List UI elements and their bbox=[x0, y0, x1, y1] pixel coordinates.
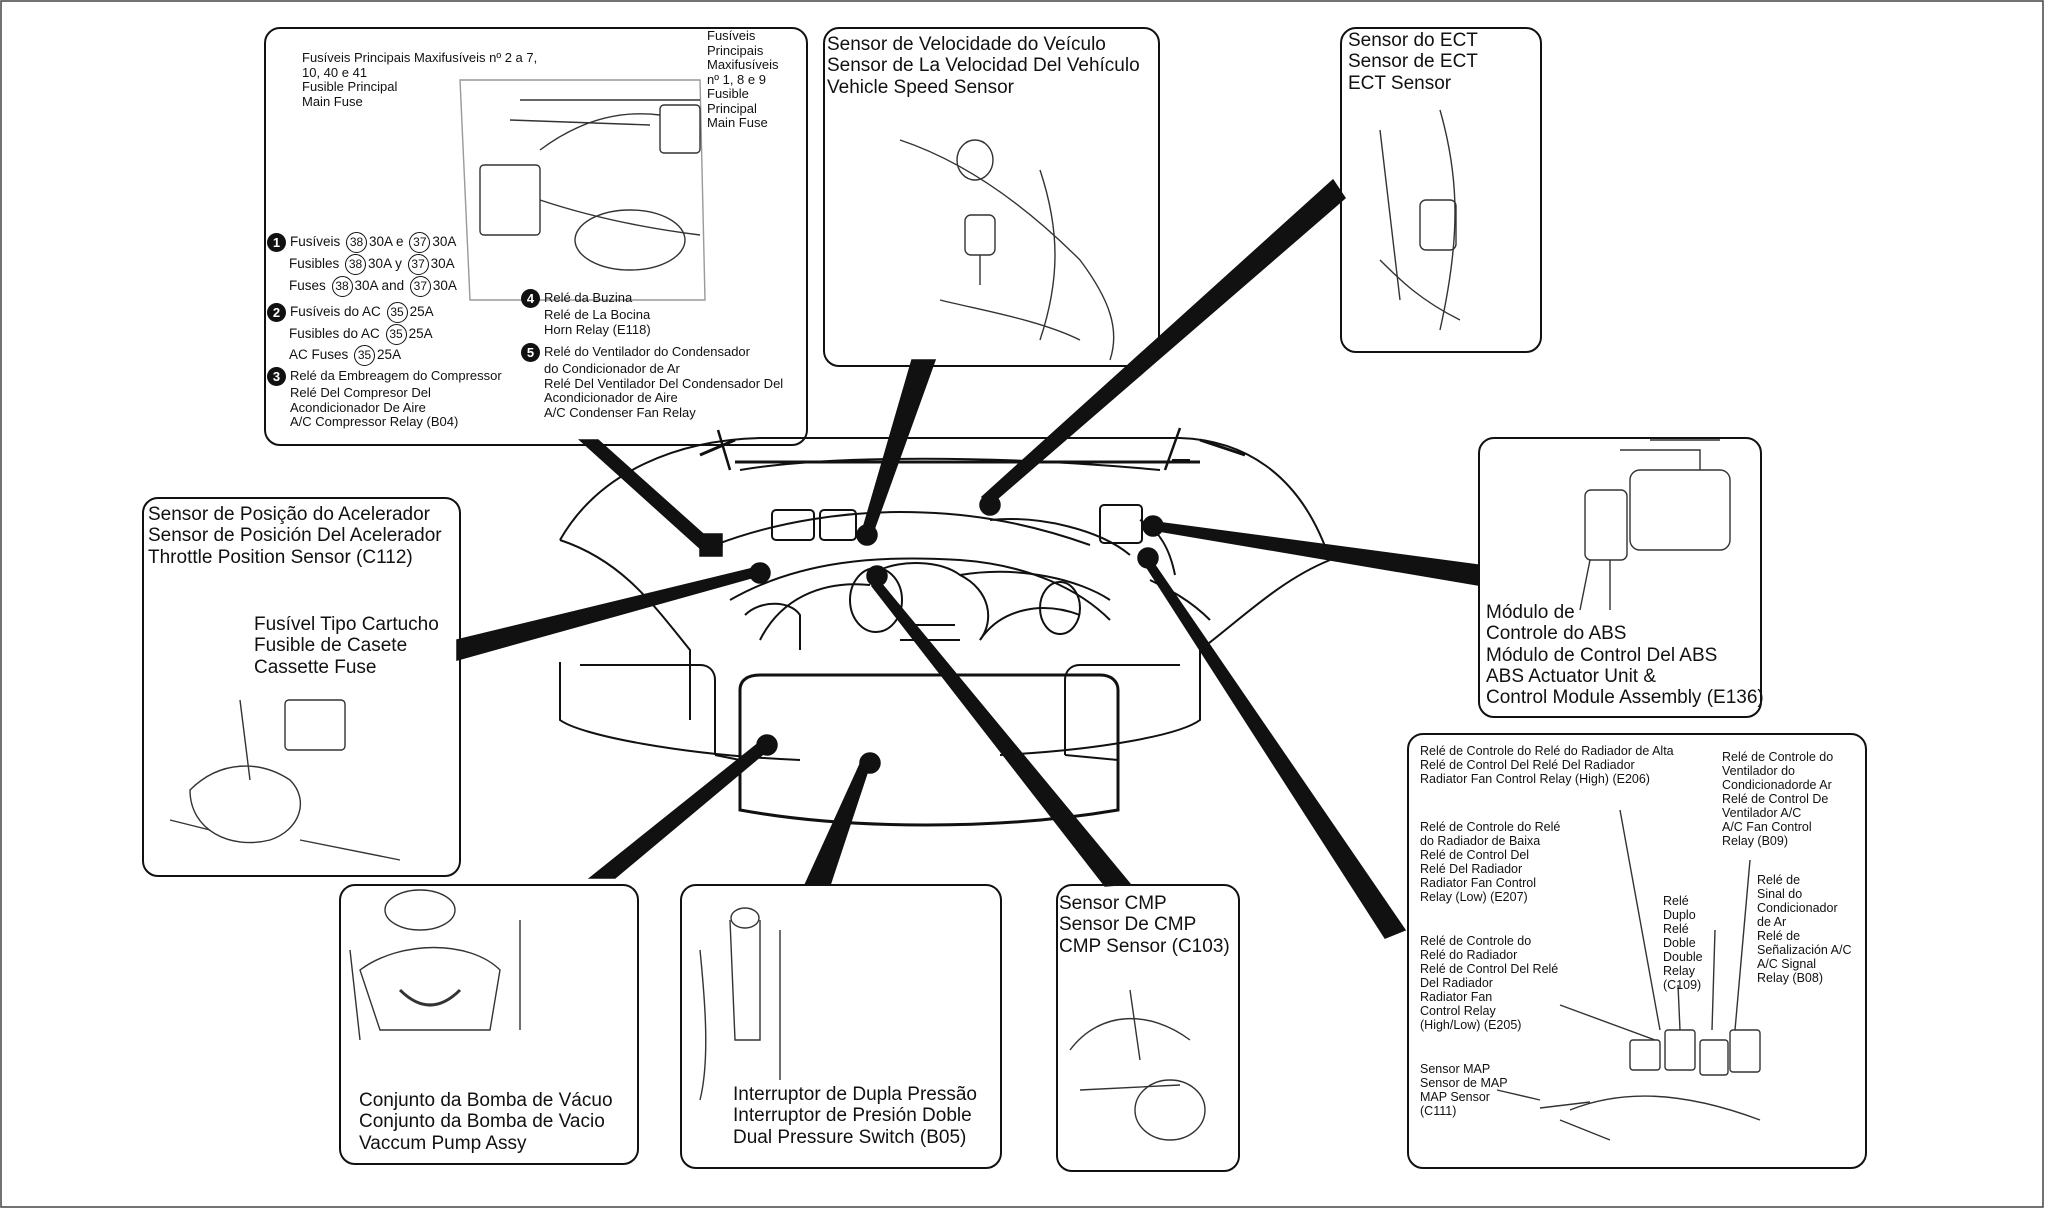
ac-signal-relay-label: Relé de Sinal do Condicionador de Ar Rel… bbox=[1757, 873, 1852, 985]
radiator-fan-relay-low-label: Relé de Controle do Relé do Radiador de … bbox=[1420, 820, 1561, 904]
legend-number-4: 4 bbox=[521, 289, 540, 308]
main-fuse-callout-box bbox=[264, 27, 808, 446]
radiator-fan-relay-high-label: Relé de Controle do Relé do Radiador de … bbox=[1420, 744, 1674, 786]
cmp-sensor-box bbox=[1056, 884, 1240, 1172]
throttle-position-sensor-box bbox=[142, 497, 461, 877]
throttle-position-sensor-label: Sensor de Posição do Acelerador Sensor d… bbox=[148, 504, 442, 568]
ect-sensor-label: Sensor do ECT Sensor de ECT ECT Sensor bbox=[1348, 30, 1478, 94]
dual-pressure-switch-box bbox=[680, 884, 1002, 1169]
legend-number-1: 1 bbox=[267, 232, 286, 252]
vacuum-pump-box bbox=[339, 884, 639, 1165]
map-sensor-label: Sensor MAP Sensor de MAP MAP Sensor (C11… bbox=[1420, 1062, 1508, 1118]
relay-box-callout bbox=[1407, 733, 1867, 1169]
double-relay-label: Relé Duplo Relé Doble Double Relay (C109… bbox=[1663, 894, 1703, 992]
legend-number-5: 5 bbox=[521, 343, 540, 362]
legend-number-3: 3 bbox=[267, 367, 286, 386]
radiator-fan-relay-highlow-label: Relé de Controle do Relé do Radiador Rel… bbox=[1420, 934, 1559, 1032]
abs-module-box bbox=[1478, 437, 1762, 718]
main-fuse-top-label: Fusíveis Principais Maxifusíveis nº 2 a … bbox=[302, 50, 538, 109]
ect-sensor-box bbox=[1340, 27, 1542, 353]
vehicle-speed-sensor-label: Sensor de Velocidade do Veículo Sensor d… bbox=[827, 34, 1140, 98]
vehicle-speed-sensor-box bbox=[823, 27, 1160, 367]
cassette-fuse-label: Fusível Tipo Cartucho Fusible de Casete … bbox=[254, 614, 439, 678]
vacuum-pump-label: Conjunto da Bomba de Vácuo Conjunto da B… bbox=[359, 1090, 613, 1154]
abs-module-label: Módulo de Controle do ABS Módulo de Cont… bbox=[1486, 602, 1764, 709]
main-fuse-right-label: Fusíveis Principais Maxifusíveis nº 1, 8… bbox=[707, 28, 779, 131]
legend-number-2: 2 bbox=[267, 302, 286, 322]
dual-pressure-switch-label: Interruptor de Dupla Pressão Interruptor… bbox=[733, 1084, 977, 1148]
cmp-sensor-label: Sensor CMP Sensor De CMP CMP Sensor (C10… bbox=[1059, 893, 1230, 957]
ac-fan-control-relay-label: Relé de Controle do Ventilador do Condic… bbox=[1722, 750, 1834, 848]
